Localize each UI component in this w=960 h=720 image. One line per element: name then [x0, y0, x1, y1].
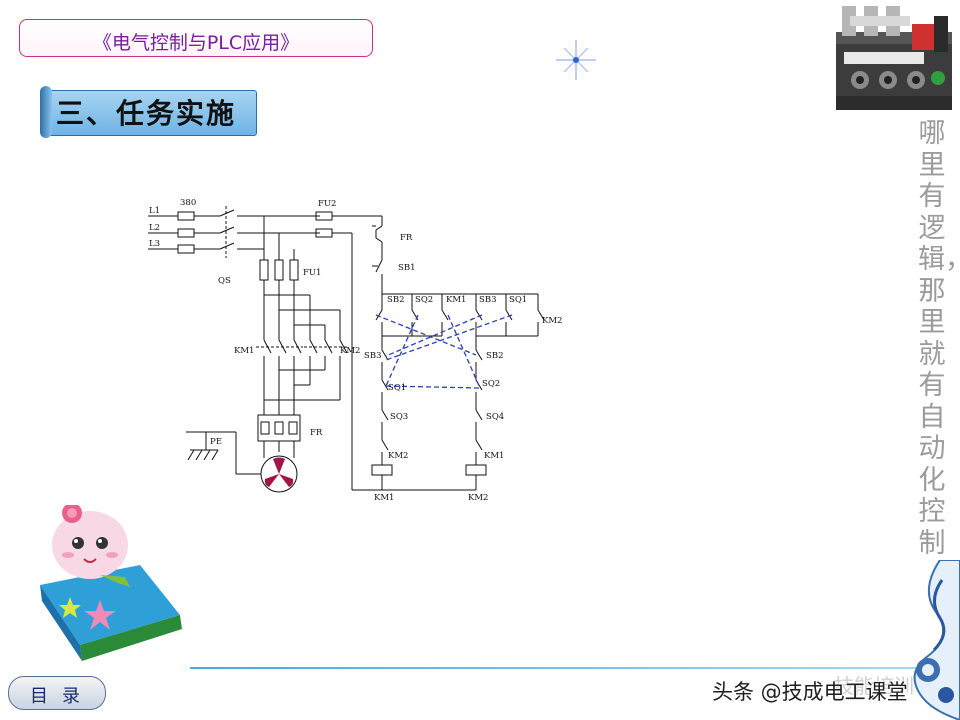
- label-l1: L1: [149, 206, 160, 216]
- watermark: 技能培训 头条 @技成电工课堂: [712, 670, 952, 710]
- label-sq1-left: SQ1: [388, 383, 406, 393]
- watermark-text: 头条 @技成电工课堂: [712, 680, 908, 704]
- course-title: 《电气控制与PLC应用》: [92, 32, 300, 54]
- label-sq1-top: SQ1: [509, 295, 527, 305]
- label-pe: PE: [210, 437, 222, 447]
- label-fr-main: FR: [310, 428, 323, 438]
- label-sq3: SQ3: [390, 412, 408, 422]
- label-coil-km2: KM2: [468, 493, 488, 503]
- section-title: 三、任务实施: [56, 97, 237, 130]
- label-sq2-right: SQ2: [482, 379, 500, 389]
- label-km1-main: KM1: [234, 346, 254, 356]
- label-sb3-left: SB3: [364, 351, 381, 361]
- label-km2-right: KM2: [542, 316, 562, 326]
- toc-button-label: 目录: [30, 686, 94, 707]
- motor-control-circuit: L1 L2 L3 380 QS FU1 FU2 KM1 KM2 FR PE FR…: [148, 198, 562, 503]
- table-of-contents-button[interactable]: 目录: [8, 676, 106, 710]
- course-title-tag: 《电气控制与PLC应用》: [19, 19, 373, 57]
- label-km1-top: KM1: [446, 295, 466, 305]
- label-km2-main: KM2: [340, 346, 360, 356]
- label-voltage: 380: [180, 198, 196, 208]
- label-l3: L3: [149, 239, 160, 249]
- label-fu1: FU1: [303, 268, 321, 278]
- label-qs: QS: [218, 276, 231, 286]
- label-sb3-top: SB3: [479, 295, 496, 305]
- label-coil-km1: KM1: [374, 493, 394, 503]
- vertical-slogan: 哪里有逻辑，那里就有自动化控制: [918, 118, 960, 559]
- label-km2-interlock: KM2: [388, 451, 408, 461]
- corner-ornament: [913, 560, 960, 720]
- sparkle-icon: [556, 40, 596, 80]
- label-fr-contact: FR: [400, 233, 413, 243]
- label-km1-interlock: KM1: [484, 451, 504, 461]
- scroll-body: [46, 90, 257, 136]
- watermark-faint: 技能培训: [834, 674, 914, 698]
- label-sb2-left: SB2: [387, 295, 404, 305]
- thermal-relay-photo: [836, 6, 952, 110]
- footer-divider: [190, 667, 920, 669]
- label-l2: L2: [149, 223, 160, 233]
- label-fu2: FU2: [318, 199, 336, 209]
- mascot-on-book-illustration: [40, 505, 182, 661]
- scroll-curl: [40, 86, 52, 138]
- label-sb2-right: SB2: [486, 351, 503, 361]
- section-banner: 三、任务实施: [40, 86, 257, 138]
- label-sq4: SQ4: [486, 412, 504, 422]
- label-sb1: SB1: [398, 263, 415, 273]
- label-sq2-top: SQ2: [415, 295, 433, 305]
